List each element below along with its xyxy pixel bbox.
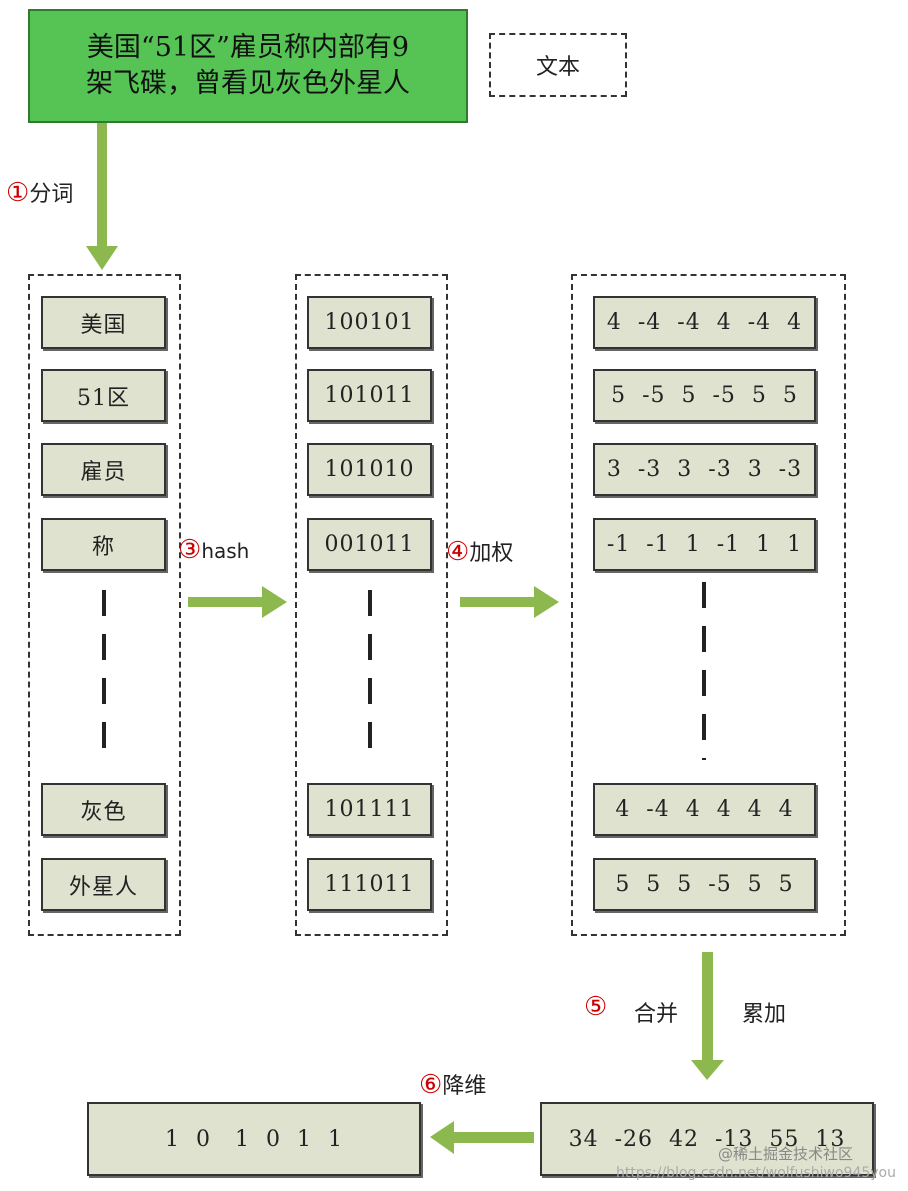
step-6-label: ⑥降维 bbox=[419, 1068, 486, 1100]
step-3-number: ③ bbox=[178, 535, 202, 565]
weighted-tile: 5 -5 5 -5 5 5 bbox=[593, 369, 816, 422]
source-text-line-1: 美国“51区”雇员称内部有9 bbox=[86, 32, 410, 63]
result-fingerprint-box: 1 0 1 0 1 1 bbox=[87, 1102, 421, 1176]
weighted-ellipsis-dash bbox=[702, 582, 706, 760]
source-text-line-2: 架飞碟，曾看见灰色外星人 bbox=[86, 68, 410, 99]
hash-tile: 101011 bbox=[307, 369, 432, 422]
arrow-left-shaft bbox=[452, 1132, 534, 1143]
step-5-text-accumulate: 累加 bbox=[742, 1002, 787, 1027]
hash-tile: 101010 bbox=[307, 443, 432, 496]
step-1-number: ① bbox=[6, 178, 30, 208]
arrow-right-2-shaft bbox=[460, 597, 536, 607]
hash-tile: 101111 bbox=[307, 783, 432, 836]
arrow-right-1-shaft bbox=[188, 597, 264, 607]
weighted-tile: -1 -1 1 -1 1 1 bbox=[593, 518, 816, 571]
watermark-line-1: @稀土掘金技术社区 bbox=[718, 1145, 854, 1163]
word-tile: 称 bbox=[41, 518, 166, 571]
arrow-down-1-shaft bbox=[97, 123, 107, 248]
step-5-number: ⑤ bbox=[584, 992, 608, 1022]
word-tile: 雇员 bbox=[41, 443, 166, 496]
word-tile: 美国 bbox=[41, 296, 166, 349]
step-3-text: hash bbox=[201, 539, 250, 563]
weighted-tile: 4 -4 -4 4 -4 4 bbox=[593, 296, 816, 349]
source-text-box: 美国“51区”雇员称内部有9 架飞碟，曾看见灰色外星人 bbox=[28, 9, 468, 123]
hash-column bbox=[295, 274, 448, 936]
text-tag: 文本 bbox=[489, 33, 627, 97]
step-3-label: ③hash bbox=[178, 535, 249, 565]
step-1-label: ①分词 bbox=[6, 176, 73, 208]
words-column bbox=[28, 274, 181, 936]
step-6-text: 降维 bbox=[442, 1074, 487, 1099]
hashes-ellipsis-dash bbox=[368, 590, 372, 758]
step-4-number: ④ bbox=[446, 537, 470, 567]
arrow-down-2-shaft bbox=[702, 952, 713, 1062]
word-tile: 51区 bbox=[41, 369, 166, 422]
hash-tile: 100101 bbox=[307, 296, 432, 349]
word-tile: 外星人 bbox=[41, 858, 166, 911]
step-1-text: 分词 bbox=[29, 182, 74, 207]
weighted-tile: 3 -3 3 -3 3 -3 bbox=[593, 443, 816, 496]
text-tag-label: 文本 bbox=[535, 55, 580, 80]
weighted-tile: 4 -4 4 4 4 4 bbox=[593, 783, 816, 836]
arrow-right-2-head bbox=[534, 586, 559, 618]
hash-tile: 111011 bbox=[307, 858, 432, 911]
weighted-tile: 5 5 5 -5 5 5 bbox=[593, 858, 816, 911]
words-ellipsis-dash bbox=[102, 590, 106, 758]
arrow-down-2-head bbox=[691, 1060, 724, 1080]
watermark-line-2: https://blog.csdn.net/wolfushiwo945you bbox=[616, 1165, 896, 1181]
step-5-text-merge: 合并 bbox=[634, 1002, 679, 1027]
word-tile: 灰色 bbox=[41, 783, 166, 836]
step-4-label: ④加权 bbox=[446, 535, 513, 567]
step-4-text: 加权 bbox=[469, 541, 514, 566]
hash-tile: 001011 bbox=[307, 518, 432, 571]
arrow-down-1-head bbox=[86, 246, 118, 270]
arrow-right-1-head bbox=[262, 586, 287, 618]
merged-vector-box: 34 -26 42 -13 55 13 bbox=[540, 1102, 874, 1176]
weighted-column bbox=[571, 274, 846, 936]
arrow-left-head bbox=[430, 1121, 454, 1154]
step-6-number: ⑥ bbox=[419, 1070, 443, 1100]
